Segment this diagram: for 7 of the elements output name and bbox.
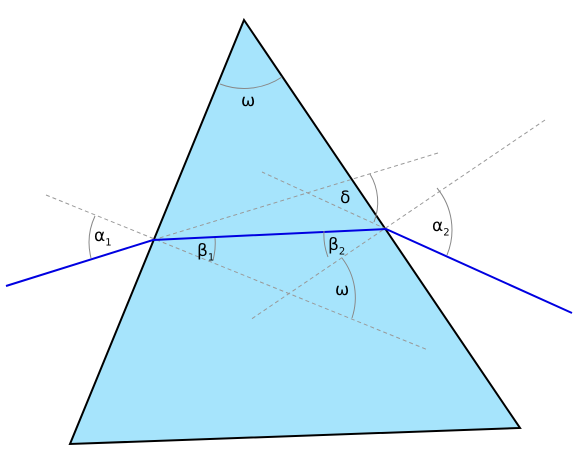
angle-label: β$_{1}$: [197, 243, 214, 264]
angle-label: α$_{2}$: [432, 218, 450, 238]
angle-label: β$_{2}$: [328, 237, 346, 258]
angle-label: ω: [241, 93, 256, 110]
angle-label: ω: [335, 282, 350, 299]
angle-label: α$_{1}$: [94, 228, 112, 248]
angle-label: δ: [340, 190, 350, 207]
